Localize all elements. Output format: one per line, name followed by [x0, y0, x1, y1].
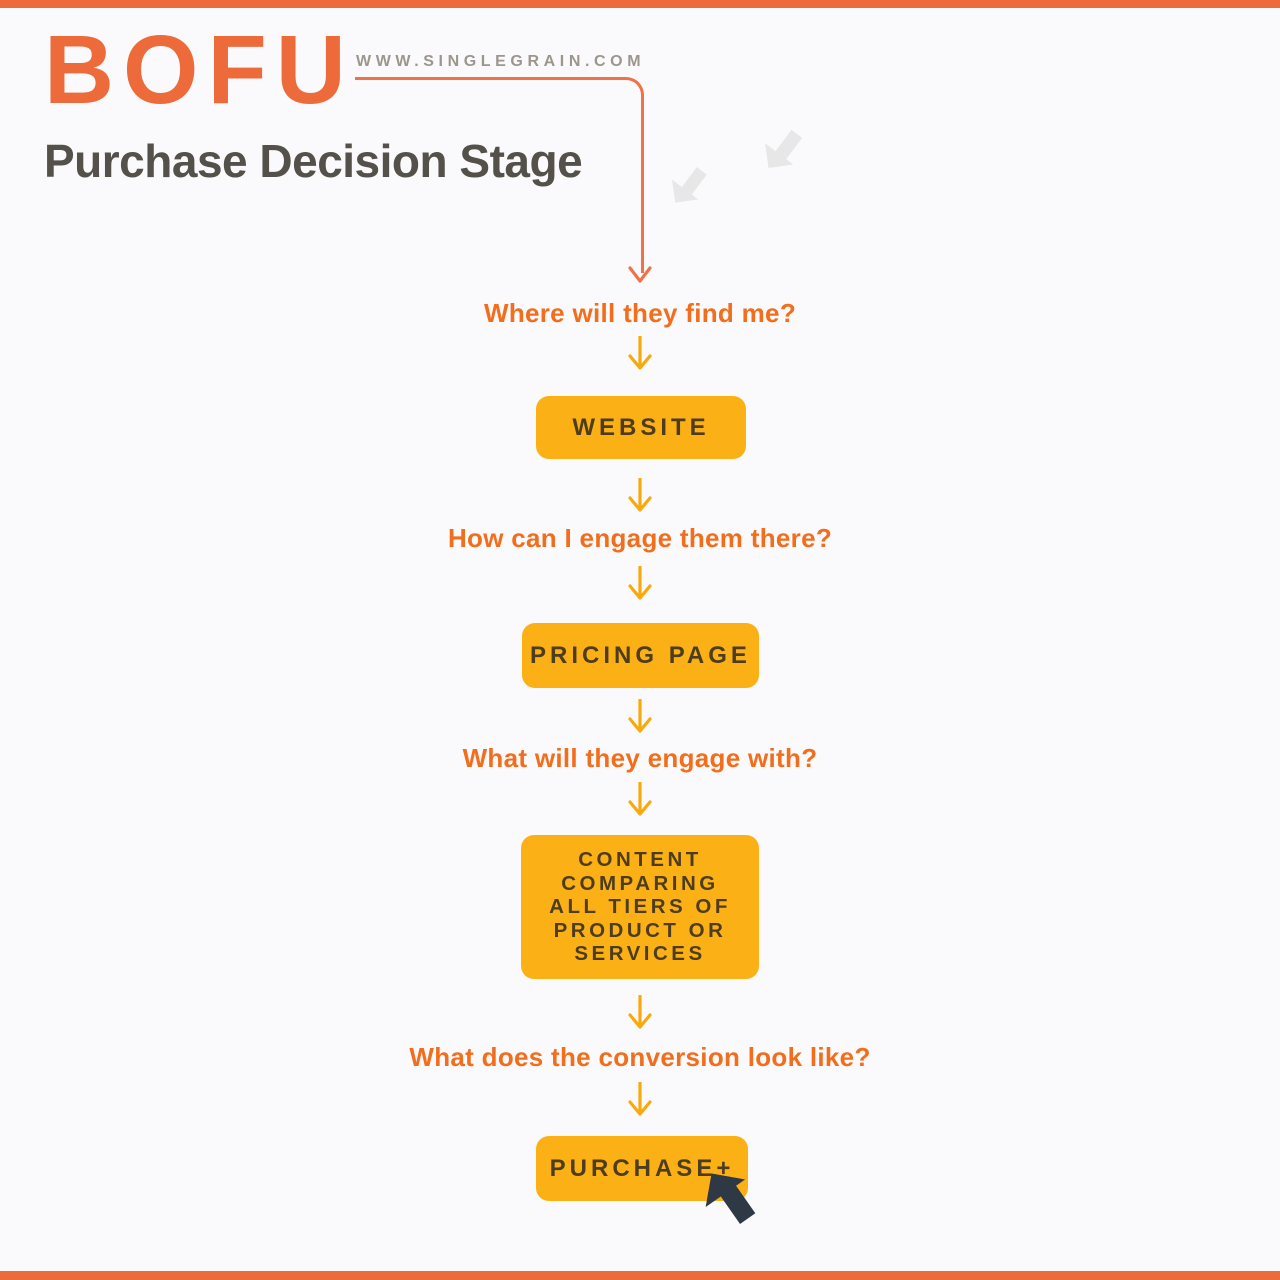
header-connector-line — [355, 77, 644, 273]
down-arrow-icon — [628, 699, 652, 733]
down-arrow-icon — [628, 336, 652, 370]
box-line: CONTENT — [578, 848, 702, 872]
box-label: CONTENT COMPARING ALL TIERS OF PRODUCT O… — [549, 848, 731, 966]
box-line: PRODUCT OR — [553, 918, 727, 942]
down-arrow-icon — [628, 566, 652, 600]
bofu-logo: BOFU — [44, 15, 355, 124]
down-arrow-icon — [628, 995, 652, 1029]
down-left-arrow-icon — [671, 167, 707, 203]
down-arrow-icon — [628, 266, 652, 283]
down-left-arrow-icon — [764, 129, 803, 168]
content-comparison-box[interactable]: CONTENT COMPARING ALL TIERS OF PRODUCT O… — [521, 835, 759, 979]
pricing-page-box[interactable]: PRICING PAGE — [522, 623, 759, 688]
box-label: PURCHASE+ — [549, 1154, 735, 1182]
question-text: What will they engage with? — [462, 743, 818, 773]
box-line: SERVICES — [574, 942, 706, 966]
top-border-bar — [0, 0, 1280, 8]
page-title: Purchase Decision Stage — [44, 135, 583, 187]
website-url: WWW.SINGLEGRAIN.COM — [356, 53, 646, 70]
question-text: Where will they find me? — [483, 298, 796, 328]
box-line: ALL TIERS OF — [549, 895, 731, 919]
down-arrow-icon — [628, 1082, 652, 1116]
cursor-arrow-icon — [705, 1173, 756, 1224]
box-line: COMPARING — [561, 871, 719, 895]
bottom-border-bar — [0, 1271, 1280, 1280]
box-label: PRICING PAGE — [530, 641, 751, 669]
website-box[interactable]: WEBSITE — [536, 396, 746, 459]
down-arrow-icon — [628, 478, 652, 512]
question-text: What does the conversion look like? — [409, 1042, 871, 1072]
down-arrow-icon — [628, 782, 652, 816]
box-label: WEBSITE — [572, 413, 710, 441]
question-text: How can I engage them there? — [447, 523, 833, 553]
